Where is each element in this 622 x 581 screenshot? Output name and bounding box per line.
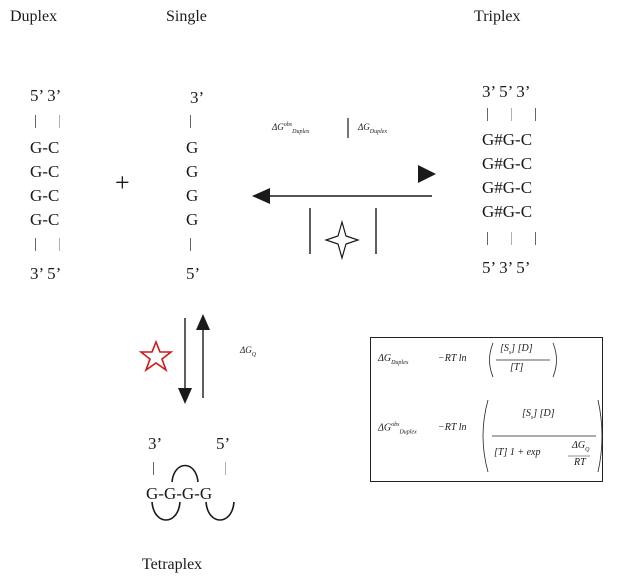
eq2-numerator: [Ss] [D] xyxy=(522,408,555,421)
eq1-lhs: ΔGDuplex xyxy=(378,353,409,366)
single-bottom-end: 5’ xyxy=(186,264,201,283)
dg-duplex-label: ΔGDuplex xyxy=(358,122,388,135)
single-base: G xyxy=(186,186,199,205)
tetraplex-loop-bottom-right xyxy=(205,501,235,521)
triplex-tick: | xyxy=(486,230,490,246)
single-header: Single xyxy=(166,8,207,25)
eq2-lhs: ΔGobsDuplex xyxy=(378,422,417,436)
tetraplex-tick: | xyxy=(152,460,156,476)
plus-sign: + xyxy=(115,168,130,197)
triplex-tick: | xyxy=(510,230,514,246)
eq2-paren-left xyxy=(482,399,489,473)
triplex-triple: G#G-C xyxy=(482,154,533,173)
eq1-paren-right xyxy=(552,342,557,378)
duplex-tick-right: | xyxy=(58,113,62,129)
reverse-arrowhead xyxy=(252,188,270,204)
single-tick: | xyxy=(189,113,193,129)
triplex-tick: | xyxy=(486,106,490,122)
up-arrowhead xyxy=(196,314,210,330)
triplex-triple: G#G-C xyxy=(482,178,533,197)
star-icon xyxy=(138,339,174,373)
tetraplex-strand: G-G-G-G xyxy=(146,484,213,503)
single-tick: | xyxy=(189,236,193,252)
single-base: G xyxy=(186,138,199,157)
triplex-triple: G#G-C xyxy=(482,130,533,149)
tetraplex-header: Tetraplex xyxy=(142,556,203,573)
duplex-header: Duplex xyxy=(10,8,58,25)
tetraplex-3prime: 3’ xyxy=(148,434,163,453)
dg-q-label: ΔGQ xyxy=(240,345,257,358)
tetraplex-loop-bottom-left xyxy=(151,501,181,521)
single-base: G xyxy=(186,210,199,229)
single-base: G xyxy=(186,162,199,181)
equation-box xyxy=(370,337,603,482)
duplex-bottom-ends: 3’ 5’ xyxy=(30,264,62,283)
eq2-inner-fraction-num: ΔGQ xyxy=(572,440,590,453)
single-top-end: 3’ xyxy=(190,88,205,107)
dg-obs-duplex-label: ΔGobsDuplex xyxy=(272,122,310,135)
triplex-top-ends: 3’ 5’ 3’ xyxy=(482,82,531,101)
eq1-numerator: [Ss] [D] xyxy=(500,343,533,356)
triplex-bottom-ends: 5’ 3’ 5’ xyxy=(482,258,531,277)
triplex-header: Triplex xyxy=(474,8,521,25)
eq2-inner-fraction-den: RT xyxy=(574,457,586,468)
four-point-star-icon xyxy=(324,219,360,261)
triplex-triple: G#G-C xyxy=(482,202,533,221)
duplex-tick-right: | xyxy=(58,236,62,252)
tetraplex-loop-top xyxy=(171,464,199,483)
triplex-tick: | xyxy=(510,106,514,122)
tetraplex-tick: | xyxy=(224,460,228,476)
eq1-paren-left xyxy=(489,342,494,378)
forward-arrowhead xyxy=(418,165,436,183)
eq2-denominator: [T] 1 + exp xyxy=(494,447,541,458)
duplex-tick-left: | xyxy=(34,236,38,252)
duplex-top-ends: 5’ 3’ xyxy=(30,86,62,105)
triplex-tick: | xyxy=(534,106,538,122)
duplex-pair: G-C xyxy=(30,138,60,157)
duplex-pair: G-C xyxy=(30,186,60,205)
eq2-paren-right xyxy=(597,399,603,473)
eq1-denominator: [T] xyxy=(510,362,524,373)
duplex-tick-left: | xyxy=(34,113,38,129)
tetraplex-5prime: 5’ xyxy=(216,434,231,453)
triplex-tick: | xyxy=(534,230,538,246)
duplex-pair: G-C xyxy=(30,210,60,229)
duplex-pair: G-C xyxy=(30,162,60,181)
down-arrowhead xyxy=(178,388,192,404)
eq1-rhs: −RT ln xyxy=(438,353,467,364)
eq2-rhs: −RT ln xyxy=(438,422,467,433)
